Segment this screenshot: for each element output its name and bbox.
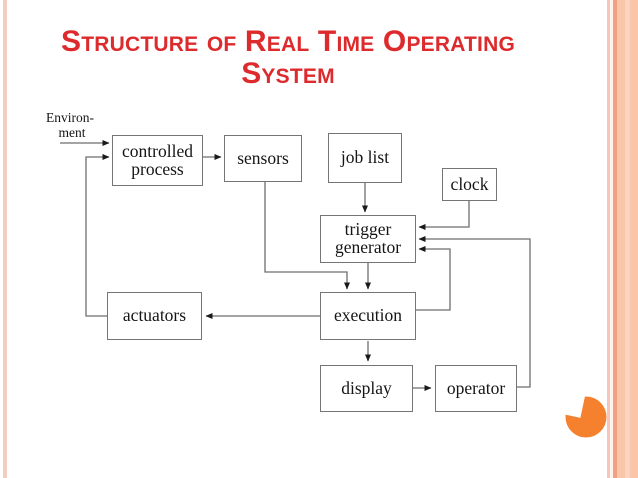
slide-title-line2: System: [241, 57, 335, 90]
box-execution: execution: [320, 292, 416, 340]
box-job-list: job list: [328, 133, 402, 183]
environment-label-line2: ment: [58, 125, 86, 141]
box-controlled-process: controlled process: [112, 135, 203, 186]
environment-label-line1: Environ-: [46, 110, 94, 125]
connector-actuators-to-controlled-process: [85, 154, 110, 317]
box-sensors: sensors: [224, 135, 302, 182]
right-border-stripe-light: [625, 0, 630, 478]
box-actuators: actuators: [107, 292, 202, 340]
box-trigger-generator: trigger generator: [320, 215, 416, 263]
orange-circle-decoration: [560, 391, 607, 438]
box-display: display: [320, 365, 413, 412]
right-border-stripe-white: [610, 0, 613, 478]
connector-execution-to-trigger-generator: [416, 246, 451, 311]
environment-label: Environ- ment: [46, 110, 98, 140]
slide-title: Structure of Real Time Operating System: [28, 26, 548, 90]
box-operator: operator: [435, 365, 517, 412]
right-border-stripe-pink: [607, 0, 610, 478]
slide-title-line1: Structure of Real Time Operating: [60, 25, 515, 58]
right-border-stripe-salmon: [613, 0, 617, 478]
left-border-stripe: [3, 0, 7, 478]
connector-clock-to-trigger-generator: [418, 201, 470, 230]
box-clock: clock: [442, 168, 497, 201]
